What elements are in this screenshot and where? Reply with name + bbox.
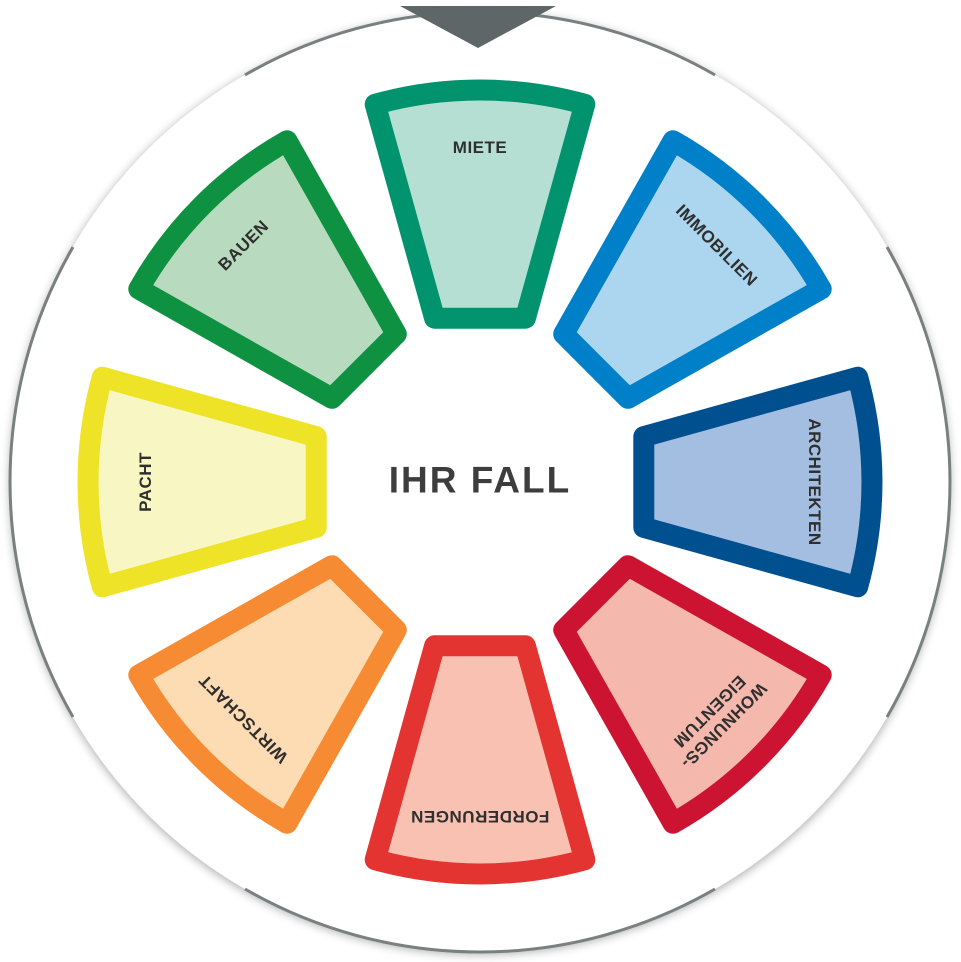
segment-architekten[interactable]: ARCHITEKTEN	[633, 366, 883, 598]
segment-shape[interactable]	[633, 366, 883, 598]
segment-wohnungseigentum[interactable]: WOHNUNGS-EIGENTUM	[553, 555, 832, 834]
segment-miete[interactable]: MIETE	[364, 79, 596, 329]
center-label[interactable]: IHR FALL	[389, 460, 571, 501]
segment-shape[interactable]	[128, 555, 407, 834]
ring-arc	[244, 887, 716, 954]
segment-label-line: ARCHITEKTEN	[805, 418, 824, 545]
segment-shape[interactable]	[553, 130, 832, 409]
ring-arc	[885, 246, 952, 718]
segment-label-pacht[interactable]: PACHT	[136, 452, 155, 512]
segment-shape[interactable]	[128, 130, 407, 409]
segment-label-line: PACHT	[136, 452, 155, 512]
top-pointer-icon	[400, 6, 556, 48]
segment-label-line: MIETE	[453, 138, 507, 157]
segment-label-architekten[interactable]: ARCHITEKTEN	[805, 418, 824, 545]
segment-pacht[interactable]: PACHT	[77, 366, 327, 598]
segment-shape[interactable]	[364, 79, 596, 329]
segment-shape[interactable]	[77, 366, 327, 598]
segment-label-forderungen[interactable]: FORDERUNGEN	[411, 807, 550, 826]
segment-label-miete[interactable]: MIETE	[453, 138, 507, 157]
segment-forderungen[interactable]: FORDERUNGEN	[364, 635, 596, 885]
ring-arc	[8, 246, 75, 718]
segment-label-line: FORDERUNGEN	[411, 807, 550, 826]
segment-bauen[interactable]: BAUEN	[128, 130, 407, 409]
segment-wirtschaft[interactable]: WIRTSCHAFT	[128, 555, 407, 834]
segment-group: MIETE IMMOBILIEN ARCHITEKTEN WOHNUNGS-EIGEN…	[77, 79, 883, 885]
segment-shape[interactable]	[364, 635, 596, 885]
segment-shape[interactable]	[553, 555, 832, 834]
segment-immobilien[interactable]: IMMOBILIEN	[553, 130, 832, 409]
